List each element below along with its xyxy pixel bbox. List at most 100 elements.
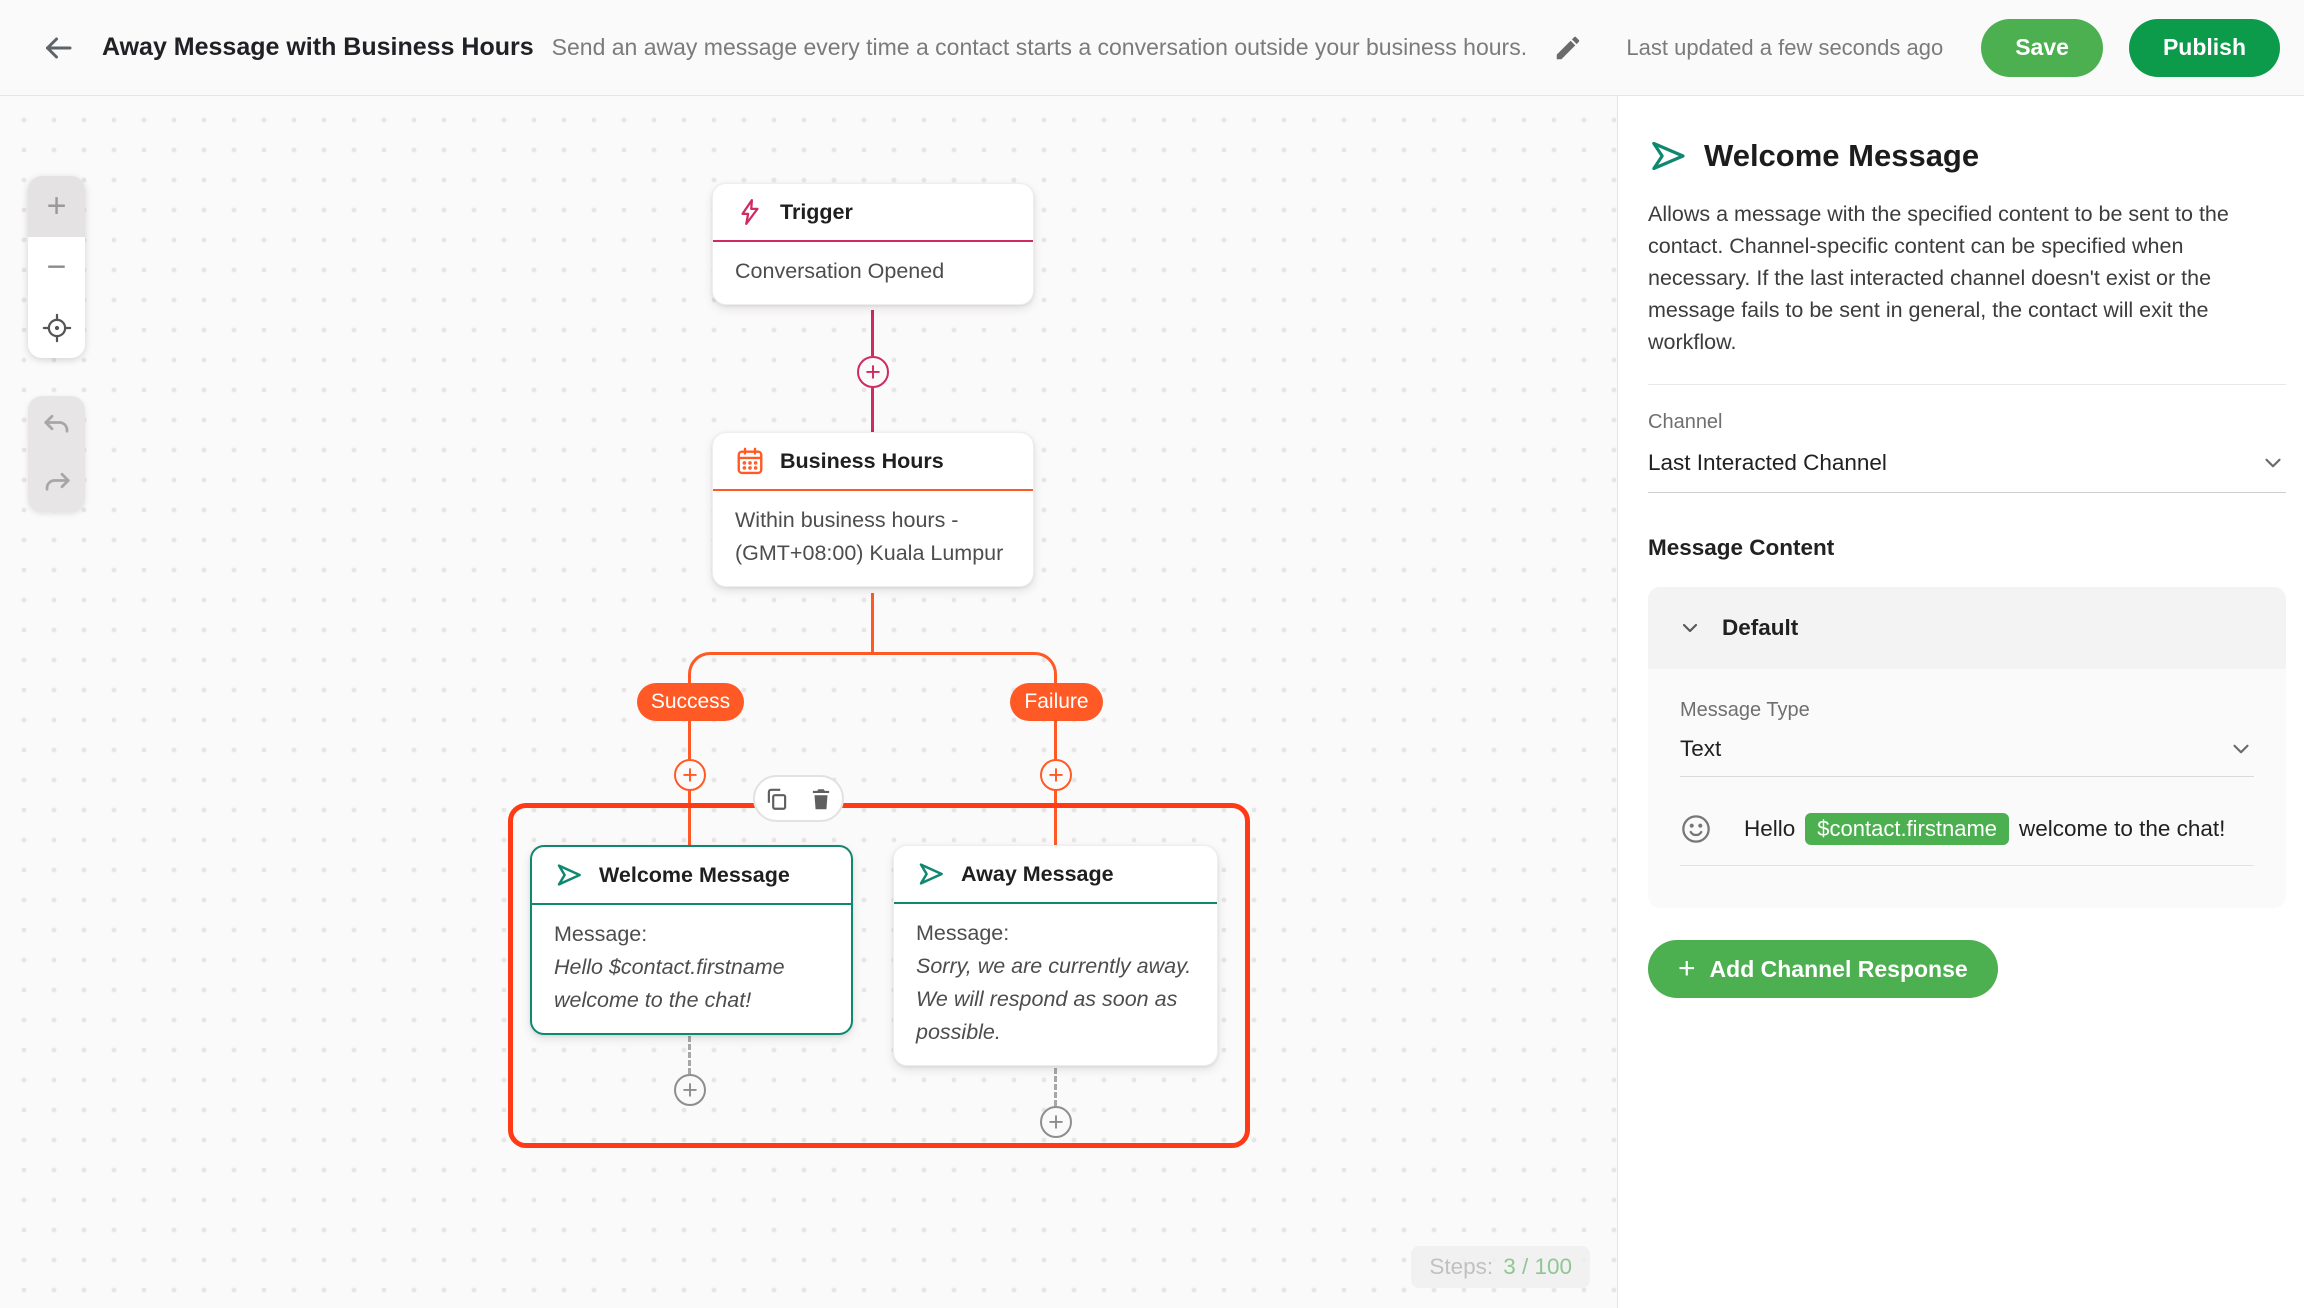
add-step-button-trigger[interactable]: + [857,356,889,388]
node-away-header: Away Message [894,846,1217,902]
trash-icon [812,788,829,809]
node-business-hours-divider [713,489,1033,491]
pencil-icon [1556,36,1580,59]
last-updated-text: Last updated a few seconds ago [1626,34,1944,60]
panel-header: Welcome Message [1648,136,2286,176]
add-channel-response-label: Add Channel Response [1709,955,1968,982]
node-welcome-title: Welcome Message [599,862,790,887]
crosshair-icon [42,313,71,342]
branch-connector [688,652,1057,686]
selection-toolbar [753,775,844,822]
channel-label: Channel [1648,411,1723,433]
node-business-hours-line1: Within business hours - [735,508,959,532]
undo-icon [43,414,68,433]
chevron-down-icon [2233,744,2249,754]
channel-select[interactable]: Last Interacted Channel [1648,450,2286,493]
message-text-content: Hello $contact.firstname welcome to the … [1744,813,2225,845]
steps-value: 3 / 100 [1503,1254,1572,1279]
variable-chip[interactable]: $contact.firstname [1805,813,2010,845]
message-suffix: welcome to the chat! [2019,816,2226,841]
node-business-hours-title: Business Hours [780,448,944,473]
save-button[interactable]: Save [1981,18,2103,77]
fit-view-button[interactable] [28,297,85,358]
node-trigger-divider [713,240,1033,242]
smiley-icon [1682,815,1710,843]
panel-title: Welcome Message [1704,138,1980,173]
header-right: Last updated a few seconds ago Save Publ… [1626,18,2280,77]
zoom-controls: + − [28,176,85,358]
copy-icon [767,788,786,810]
add-step-button-success[interactable]: + [674,759,706,791]
history-controls [28,396,85,512]
message-type-label: Message Type [1680,699,1810,721]
node-trigger-body: Conversation Opened [735,259,945,283]
steps-label: Steps: [1429,1254,1494,1279]
emoji-picker-button[interactable] [1680,813,1712,845]
branch-label-success: Success [637,683,744,721]
node-away-divider [894,902,1217,904]
add-channel-response-button[interactable]: + Add Channel Response [1648,940,1998,998]
send-message-icon [1652,141,1685,171]
node-welcome-header: Welcome Message [532,847,851,903]
connector-trigger-bottom [871,388,874,434]
node-away-line2: We will respond as soon as [916,987,1178,1011]
undo-button[interactable] [28,396,85,454]
message-text-field[interactable]: Hello $contact.firstname welcome to the … [1680,813,2254,866]
lightning-icon [741,199,759,225]
workflow-canvas[interactable]: + − + Success Failure + + [0,96,1617,1308]
node-away-message[interactable]: Away Message Message: Sorry, we are curr… [893,845,1218,1066]
add-step-button-failure[interactable]: + [1040,759,1072,791]
node-trigger[interactable]: Trigger Conversation Opened [712,183,1034,305]
default-response-card: Default Message Type Text Hello $contact… [1648,587,2286,908]
chevron-down-icon [1682,623,1698,633]
config-panel: Welcome Message Allows a message with th… [1617,96,2304,1308]
message-prefix: Hello [1744,816,1796,841]
workflow-title: Away Message with Business Hours [102,33,534,61]
publish-button[interactable]: Publish [2128,18,2280,77]
selection-rectangle [508,803,1250,1148]
panel-description: Allows a message with the specified cont… [1648,202,2229,354]
duplicate-button[interactable] [764,786,790,812]
send-message-icon [919,863,943,885]
add-step-button-after-welcome[interactable]: + [674,1074,706,1106]
default-label: Default [1722,615,1799,640]
message-type-select[interactable]: Text [1680,736,2254,777]
zoom-in-button[interactable]: + [28,176,85,237]
top-bar: Away Message with Business Hours Send an… [0,0,2304,96]
back-button[interactable] [40,30,76,66]
node-business-hours-header: Business Hours [713,433,1033,489]
node-business-hours-body: Within business hours - (GMT+08:00) Kual… [713,491,1033,586]
node-welcome-line1: Hello $contact.firstname [554,955,785,979]
connector-trigger-top [871,310,874,356]
node-business-hours-line2: (GMT+08:00) Kuala Lumpur [735,541,1004,565]
header-left: Away Message with Business Hours Send an… [40,30,1583,66]
default-collapse-header[interactable]: Default [1648,587,2286,669]
node-welcome-divider [532,903,851,905]
add-step-button-after-away[interactable]: + [1040,1106,1072,1138]
node-away-title: Away Message [961,861,1114,886]
node-welcome-message[interactable]: Welcome Message Message: Hello $contact.… [530,845,853,1035]
channel-select-value: Last Interacted Channel [1648,450,1887,475]
zoom-out-button[interactable]: − [28,236,85,298]
chevron-down-icon [2265,458,2281,468]
node-away-line3: possible. [916,1020,1001,1044]
node-welcome-line2: welcome to the chat! [554,988,752,1012]
delete-button[interactable] [808,786,834,812]
redo-button[interactable] [28,454,85,512]
back-arrow-icon [46,37,72,58]
node-business-hours[interactable]: Business Hours Within business hours - (… [712,432,1034,587]
plus-icon: + [1678,952,1696,985]
edit-title-button[interactable] [1553,33,1583,63]
node-welcome-body: Message: Hello $contact.firstname welcom… [532,905,851,1033]
message-type-value: Text [1680,736,1722,761]
workflow-subtitle: Send an away message every time a contac… [551,34,1528,60]
connector-welcome-dashed [688,1036,691,1074]
calendar-icon [737,447,763,475]
steps-counter: Steps: 3 / 100 [1411,1246,1590,1288]
send-message-icon [557,864,581,886]
redo-icon [45,472,70,491]
node-trigger-header: Trigger [713,184,1033,240]
node-trigger-title: Trigger [780,199,853,224]
branch-label-failure: Failure [1010,683,1103,721]
